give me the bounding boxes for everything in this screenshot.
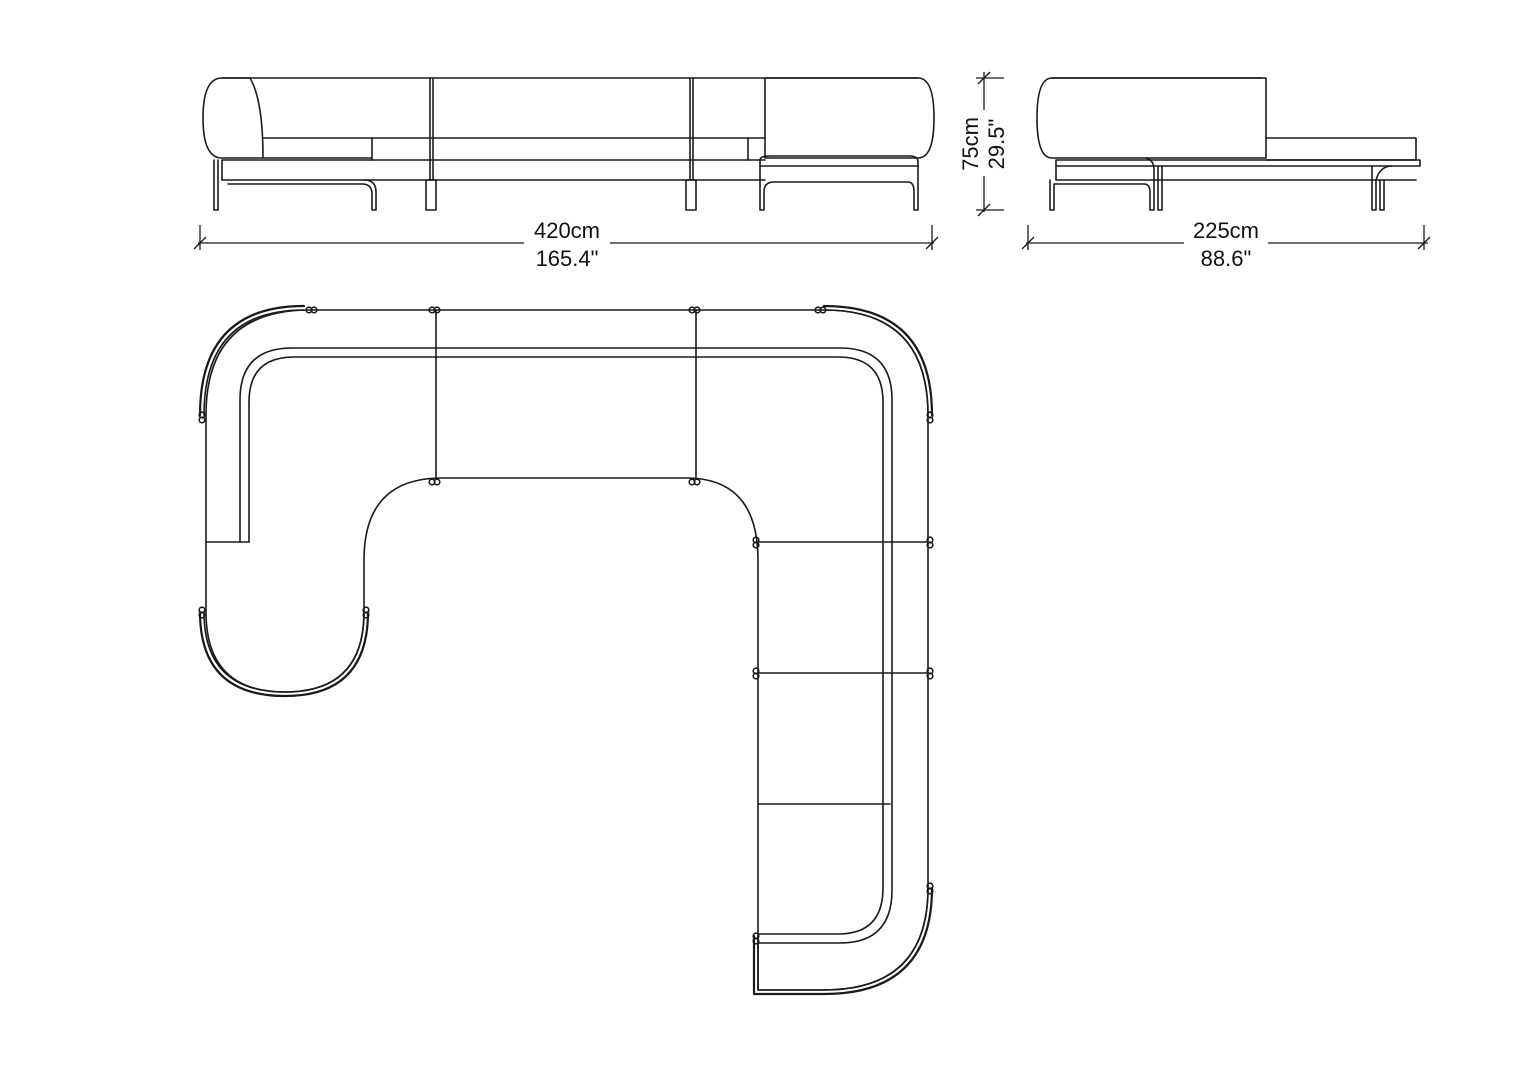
height-cm-label: 75cm bbox=[958, 117, 983, 171]
front-width-dimension: 420cm 165.4" bbox=[193, 216, 939, 271]
side-depth-in-label: 88.6" bbox=[1201, 246, 1252, 271]
height-dimension: 75cm 29.5" bbox=[958, 71, 1010, 217]
side-depth-cm-label: 225cm bbox=[1193, 218, 1259, 243]
front-width-cm-label: 420cm bbox=[534, 218, 600, 243]
front-width-in-label: 165.4" bbox=[536, 246, 599, 271]
height-in-label: 29.5" bbox=[984, 119, 1009, 170]
front-elevation bbox=[202, 77, 935, 211]
plan-view bbox=[198, 304, 934, 996]
side-depth-dimension: 225cm 88.6" bbox=[1021, 216, 1431, 271]
frame-joints bbox=[198, 306, 934, 945]
side-elevation bbox=[1036, 77, 1421, 211]
